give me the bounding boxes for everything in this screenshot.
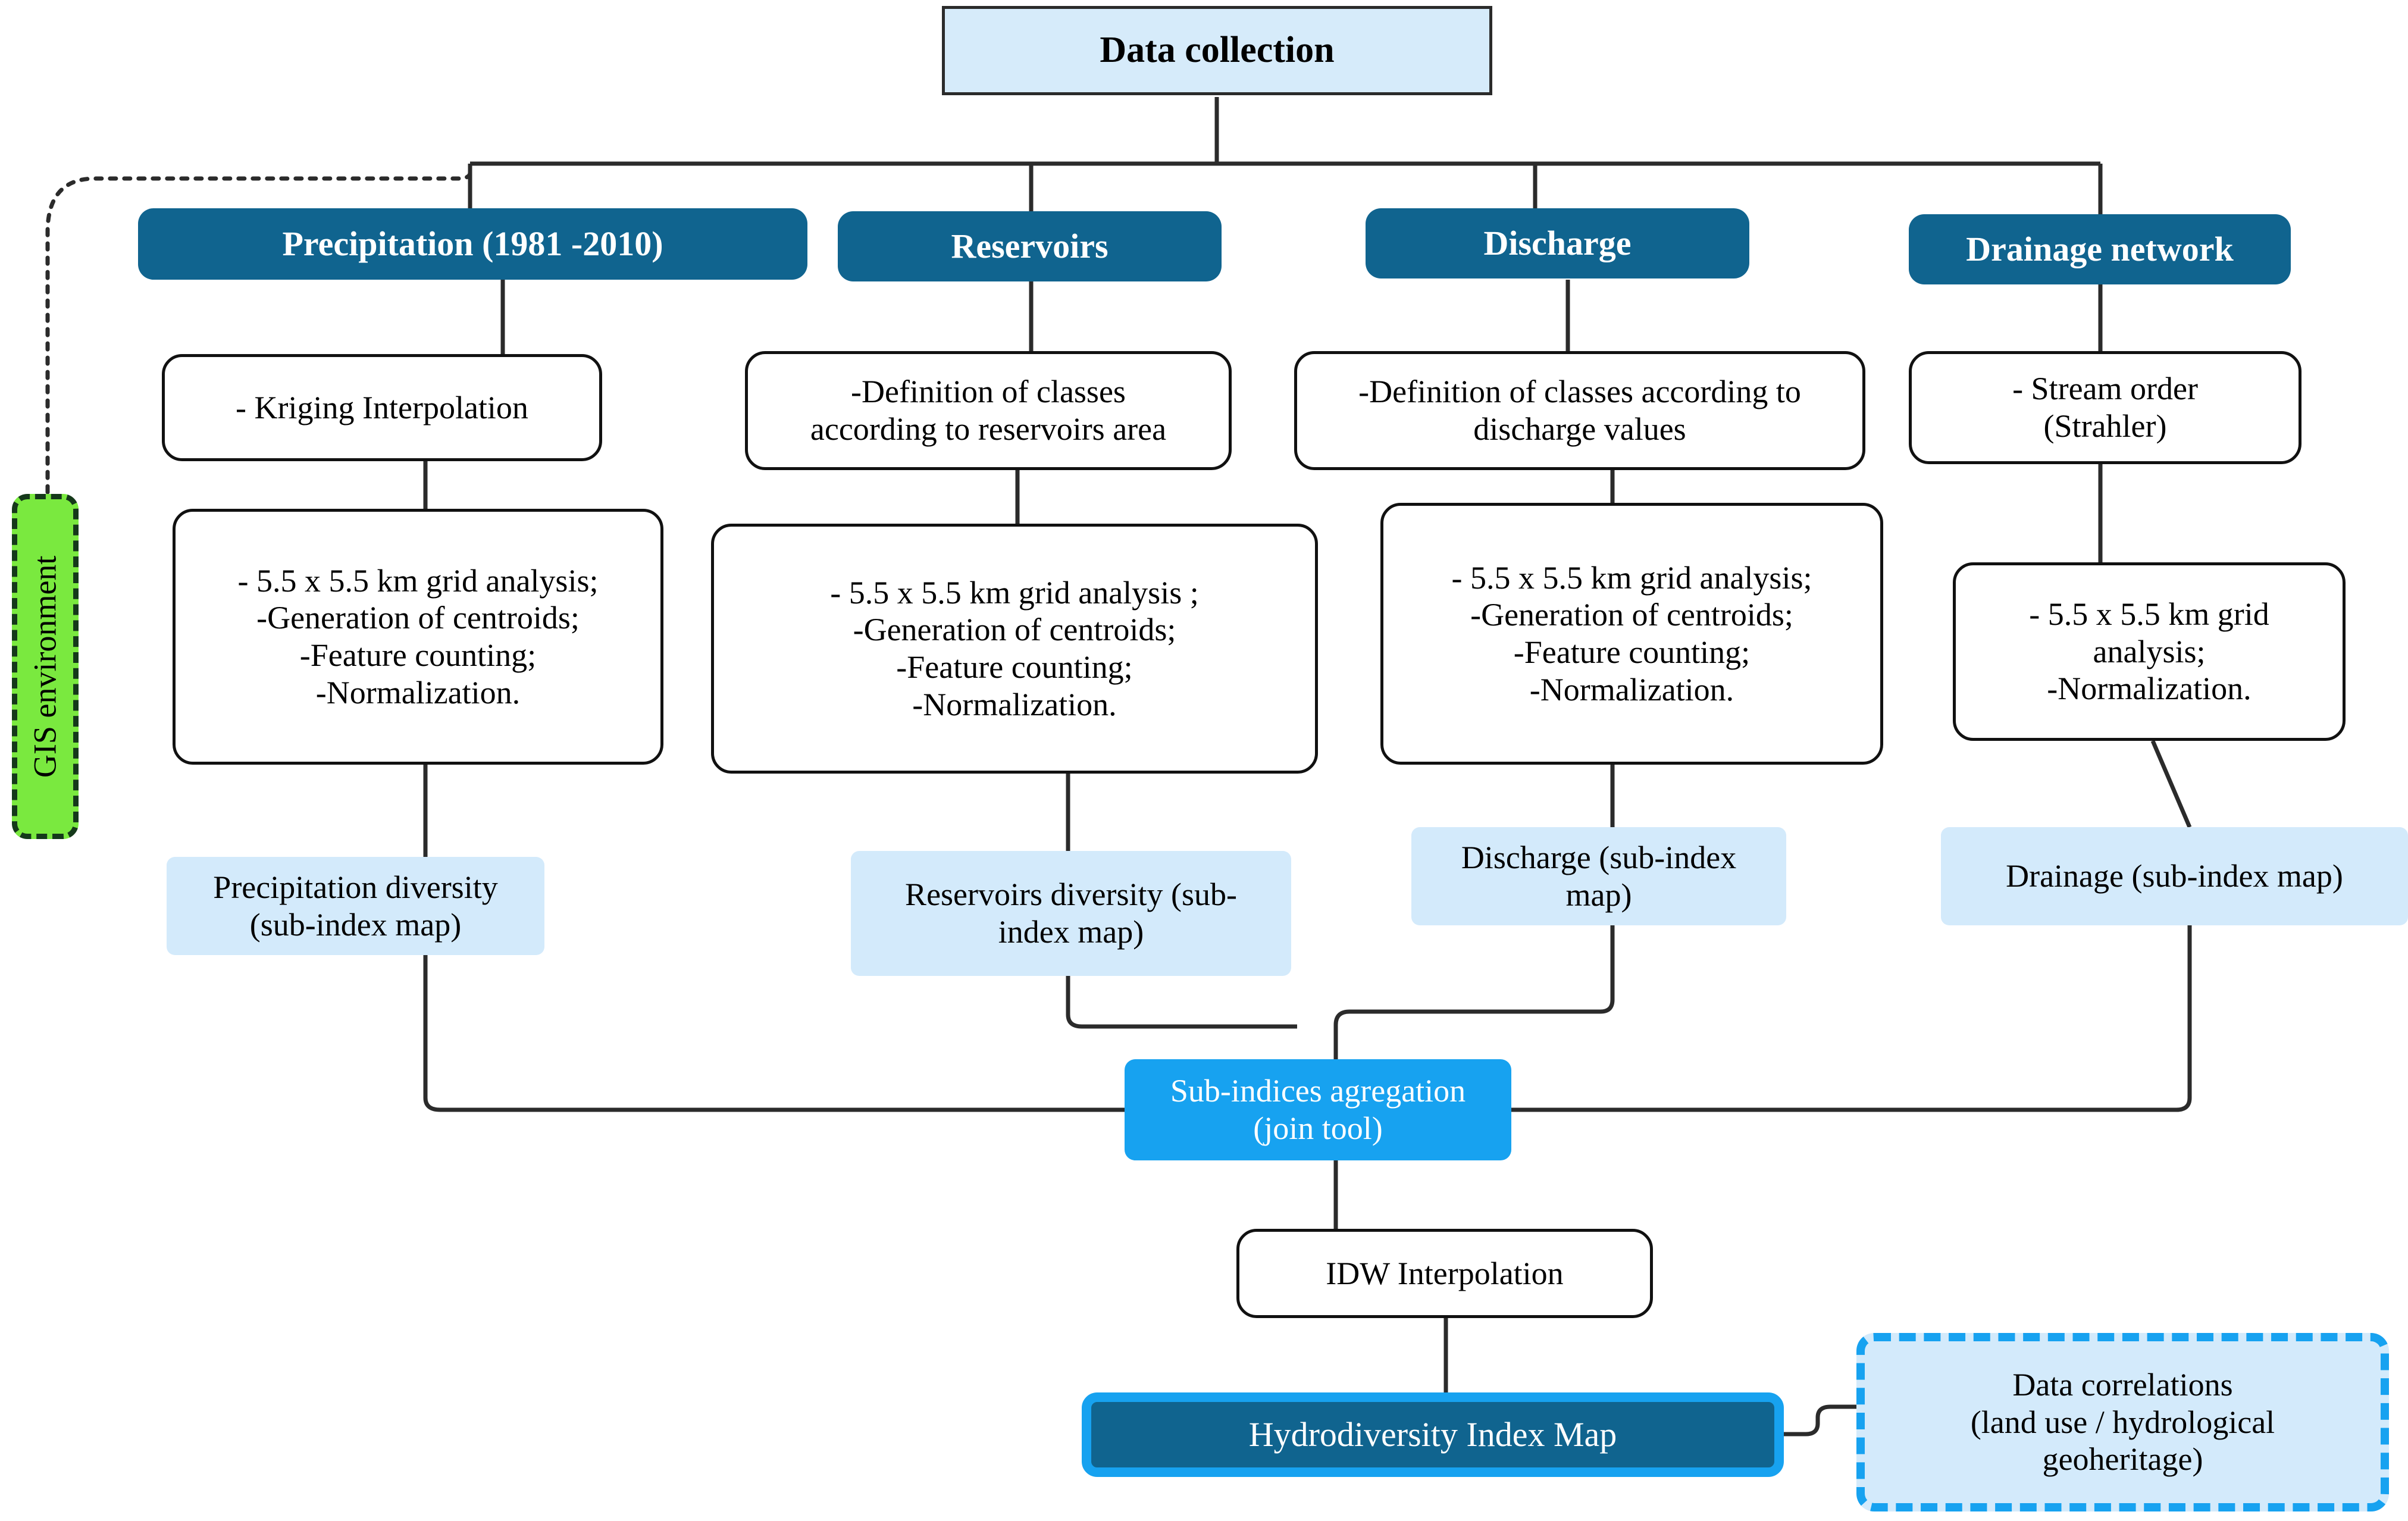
node-discharge-class-definition-label: -Definition of classes according to disc… <box>1358 374 1801 447</box>
node-header-precipitation[interactable]: Precipitation (1981 -2010) <box>138 208 807 280</box>
node-precipitation-grid-analysis[interactable]: - 5.5 x 5.5 km grid analysis; -Generatio… <box>173 509 663 765</box>
node-output-discharge-subindex[interactable]: Discharge (sub-index map) <box>1411 827 1786 925</box>
node-header-reservoirs-label: Reservoirs <box>951 227 1109 266</box>
node-reservoir-class-definition[interactable]: -Definition of classes according to rese… <box>745 351 1232 470</box>
wire-result-to-correlations <box>1782 1404 1856 1436</box>
node-hydrodiversity-index-map[interactable]: Hydrodiversity Index Map <box>1082 1392 1784 1477</box>
node-output-discharge-subindex-label: Discharge (sub-index map) <box>1461 839 1737 913</box>
node-header-precipitation-label: Precipitation (1981 -2010) <box>282 224 663 264</box>
node-kriging-interpolation[interactable]: - Kriging Interpolation <box>162 354 602 461</box>
node-output-precipitation-diversity[interactable]: Precipitation diversity (sub-index map) <box>167 857 544 955</box>
wire-discharge-output-to-aggregation <box>1333 925 1615 1065</box>
node-output-drainage-subindex[interactable]: Drainage (sub-index map) <box>1941 827 2408 925</box>
node-drainage-grid-analysis[interactable]: - 5.5 x 5.5 km grid analysis; -Normaliza… <box>1953 562 2346 741</box>
node-subindices-aggregation[interactable]: Sub-indices agregation (join tool) <box>1125 1059 1511 1160</box>
node-hydrodiversity-index-map-label: Hydrodiversity Index Map <box>1248 1415 1617 1454</box>
node-subindices-aggregation-label: Sub-indices agregation (join tool) <box>1170 1073 1466 1146</box>
node-output-reservoirs-diversity-label: Reservoirs diversity (sub- index map) <box>905 877 1237 950</box>
node-data-correlations[interactable]: Data correlations (land use / hydrologic… <box>1856 1333 2389 1511</box>
node-output-reservoirs-diversity[interactable]: Reservoirs diversity (sub- index map) <box>851 851 1291 976</box>
node-reservoirs-grid-analysis-label: - 5.5 x 5.5 km grid analysis ; -Generati… <box>830 574 1199 722</box>
node-precipitation-grid-analysis-label: - 5.5 x 5.5 km grid analysis; -Generatio… <box>237 562 599 711</box>
node-kriging-interpolation-label: - Kriging Interpolation <box>236 389 528 425</box>
node-gis-environment-label: GIS environment <box>27 555 63 778</box>
node-reservoirs-grid-analysis[interactable]: - 5.5 x 5.5 km grid analysis ; -Generati… <box>711 524 1318 774</box>
node-data-collection-label: Data collection <box>1100 30 1335 71</box>
node-header-drainage-network[interactable]: Drainage network <box>1909 214 2291 284</box>
wire-drainage-grid-to-output <box>2150 740 2192 828</box>
node-drainage-grid-analysis-label: - 5.5 x 5.5 km grid analysis; -Normaliza… <box>2029 596 2269 707</box>
node-discharge-grid-analysis-label: - 5.5 x 5.5 km grid analysis; -Generatio… <box>1451 559 1812 708</box>
node-header-discharge[interactable]: Discharge <box>1366 208 1749 278</box>
node-discharge-grid-analysis[interactable]: - 5.5 x 5.5 km grid analysis; -Generatio… <box>1380 503 1883 765</box>
node-discharge-class-definition[interactable]: -Definition of classes according to disc… <box>1294 351 1865 470</box>
node-header-reservoirs[interactable]: Reservoirs <box>838 211 1222 281</box>
node-stream-order-strahler-label: - Stream order (Strahler) <box>2012 371 2198 444</box>
node-stream-order-strahler[interactable]: - Stream order (Strahler) <box>1909 351 2301 464</box>
node-data-correlations-label: Data correlations (land use / hydrologic… <box>1970 1367 2275 1478</box>
node-data-collection[interactable]: Data collection <box>942 6 1492 95</box>
node-idw-interpolation[interactable]: IDW Interpolation <box>1236 1229 1653 1318</box>
wire-reservoirs-output-to-aggregation <box>1066 976 1297 1029</box>
wire-precip-output-to-aggregation <box>423 955 1125 1112</box>
node-reservoir-class-definition-label: -Definition of classes according to rese… <box>810 374 1167 447</box>
node-idw-interpolation-label: IDW Interpolation <box>1326 1255 1564 1291</box>
node-output-drainage-subindex-label: Drainage (sub-index map) <box>2006 858 2343 894</box>
node-header-drainage-network-label: Drainage network <box>1966 230 2234 269</box>
node-header-discharge-label: Discharge <box>1483 224 1632 263</box>
node-output-precipitation-diversity-label: Precipitation diversity (sub-index map) <box>213 869 498 943</box>
node-gis-environment[interactable]: GIS environment <box>12 494 79 839</box>
